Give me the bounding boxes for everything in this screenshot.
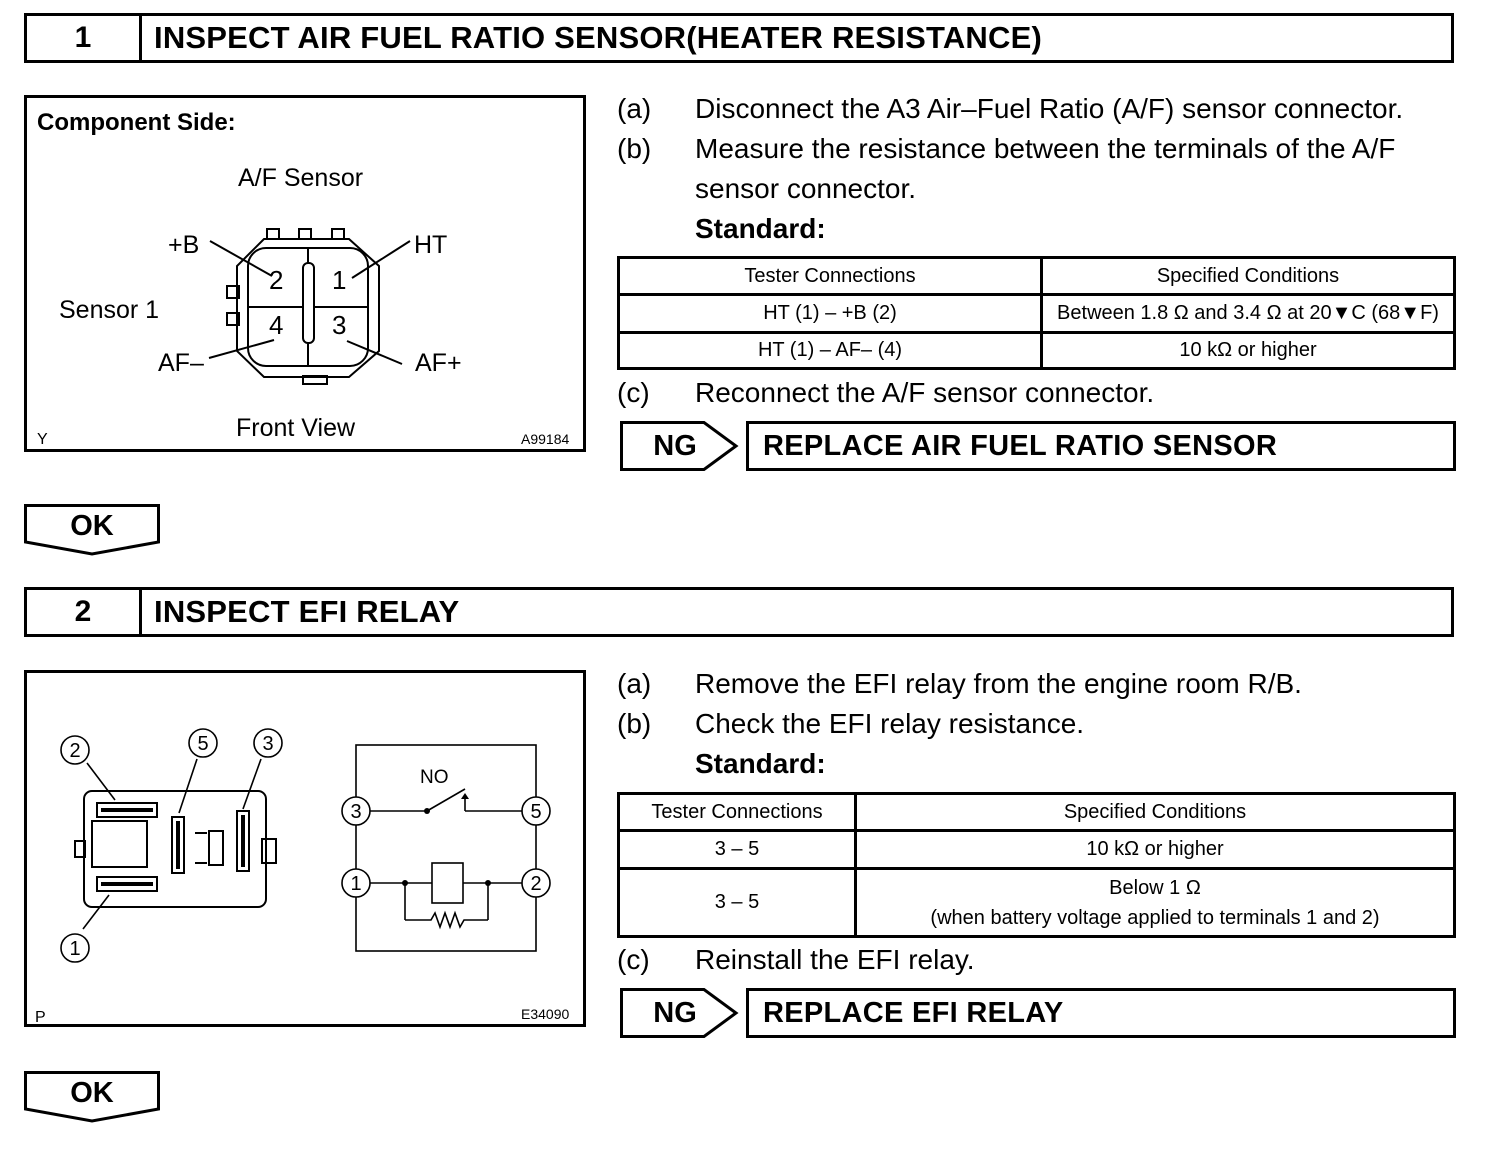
standard-label: Standard:: [695, 748, 826, 779]
pin-leader-lines: [208, 240, 411, 365]
relay-terminal-circles: [60, 728, 283, 963]
table-row: 3 – 5 10 kΩ or higher: [617, 829, 1456, 870]
step-1-header: 1 INSPECT AIR FUEL RATIO SENSOR(HEATER R…: [24, 13, 1454, 63]
circuit-terminal-2: 2: [530, 873, 541, 895]
relay-terminal-3: 3: [262, 733, 273, 755]
step-number: 1: [27, 16, 142, 60]
instruction-b: (b) Measure the resistance between the t…: [617, 133, 1396, 164]
connector-body: [226, 228, 380, 385]
table-header-row: Tester Connections Specified Conditions: [617, 792, 1456, 832]
ok-arrow: [24, 504, 160, 556]
instruction-c: (c) Reinstall the EFI relay.: [617, 944, 975, 975]
instruction-c: (c) Reconnect the A/F sensor connector.: [617, 377, 1155, 408]
af-sensor-diagram: Component Side: A/F Sensor Sensor 1 Fron…: [37, 109, 569, 448]
table-header-row: Tester Connections Specified Conditions: [617, 256, 1456, 296]
ng-action: REPLACE EFI RELAY: [746, 988, 1456, 1038]
pin-1: 1: [332, 265, 346, 295]
step-number: 2: [27, 590, 142, 634]
relay-leader-lines: [82, 758, 262, 930]
instruction-a: (a) Disconnect the A3 Air–Fuel Ratio (A/…: [617, 93, 1404, 124]
relay-terminal-2: 2: [69, 740, 80, 762]
instruction-a: (a) Remove the EFI relay from the engine…: [617, 668, 1302, 699]
table-header: Tester Connections: [617, 256, 1043, 296]
instruction-b-cont: sensor connector.: [695, 173, 917, 204]
label-af-plus: AF+: [415, 349, 462, 377]
relay-circuit: [355, 744, 537, 952]
relay-terminal-5: 5: [197, 733, 208, 755]
ng-label: NG: [653, 996, 697, 1029]
sensor-name: A/F Sensor: [238, 164, 363, 192]
pin-3: 3: [332, 310, 346, 340]
table-cell: Between 1.8 Ω and 3.4 Ω at 20▼C (68▼F): [1040, 293, 1456, 334]
label-af-minus: AF–: [158, 349, 204, 377]
circuit-terminal-3: 3: [350, 801, 361, 823]
step-1-instructions: (a) Disconnect the A3 Air–Fuel Ratio (A/…: [617, 89, 1403, 249]
table-header: Specified Conditions: [854, 792, 1456, 832]
table-header: Specified Conditions: [1040, 256, 1456, 296]
step-title: INSPECT EFI RELAY: [154, 594, 460, 629]
efi-relay-diagram: P E34090: [35, 728, 569, 1024]
pin-2: 2: [269, 265, 283, 295]
table-row: 3 – 5 Below 1 Ω (when battery voltage ap…: [617, 867, 1456, 938]
table-cell: 10 kΩ or higher: [854, 829, 1456, 870]
step-2-instructions: (a) Remove the EFI relay from the engine…: [617, 664, 1302, 784]
label-plus-b: +B: [168, 231, 199, 259]
cell-line: (when battery voltage applied to termina…: [930, 906, 1380, 929]
table-cell: 3 – 5: [617, 829, 857, 870]
circuit-terminal-1: 1: [350, 873, 361, 895]
step-1-ng-branch[interactable]: NG REPLACE AIR FUEL RATIO SENSOR: [620, 421, 1456, 471]
step-1-ok-branch[interactable]: OK: [24, 504, 160, 556]
sensor-label: Sensor 1: [59, 296, 159, 324]
table-cell: HT (1) – +B (2): [617, 293, 1043, 334]
ok-label: OK: [70, 1076, 114, 1109]
table-cell: HT (1) – AF– (4): [617, 331, 1043, 370]
table-cell: 10 kΩ or higher: [1040, 331, 1456, 370]
relay-body: [74, 790, 277, 908]
figure-heading: Component Side:: [37, 109, 236, 136]
table-cell: Below 1 Ω (when battery voltage applied …: [854, 867, 1456, 938]
corner-code: P: [35, 1009, 46, 1024]
step-2-ok-branch[interactable]: OK: [24, 1071, 160, 1123]
pin-4: 4: [269, 310, 283, 340]
ok-label: OK: [70, 509, 114, 542]
figure-id: E34090: [521, 1006, 569, 1022]
step-title: INSPECT AIR FUEL RATIO SENSOR(HEATER RES…: [154, 20, 1042, 55]
label-ht: HT: [414, 231, 447, 259]
instruction-b: (b) Check the EFI relay resistance.: [617, 708, 1085, 739]
corner-code: Y: [37, 431, 48, 448]
step-2-spec-table: Tester Connections Specified Conditions …: [617, 792, 1456, 938]
view-label: Front View: [236, 414, 356, 442]
ok-arrow: [24, 1071, 160, 1123]
step-1-after: (c) Reconnect the A/F sensor connector.: [617, 373, 1154, 413]
efi-relay-figure: P E34090: [24, 670, 586, 1027]
af-sensor-figure: Component Side: A/F Sensor Sensor 1 Fron…: [24, 95, 586, 452]
table-row: HT (1) – AF– (4) 10 kΩ or higher: [617, 331, 1456, 370]
table-cell: 3 – 5: [617, 867, 857, 938]
no-label: NO: [420, 767, 449, 788]
relay-terminal-1: 1: [69, 938, 80, 960]
circuit-nodes: [402, 793, 491, 886]
figure-id: A99184: [521, 431, 569, 447]
step-2-header: 2 INSPECT EFI RELAY: [24, 587, 1454, 637]
table-header: Tester Connections: [617, 792, 857, 832]
step-1-spec-table: Tester Connections Specified Conditions …: [617, 256, 1456, 370]
step-2-after: (c) Reinstall the EFI relay.: [617, 940, 975, 980]
standard-label: Standard:: [695, 213, 826, 244]
circuit-terminal-circles: [341, 796, 551, 898]
ng-arrow: [620, 988, 739, 1038]
ng-arrow: [620, 421, 739, 471]
step-2-ng-branch[interactable]: NG REPLACE EFI RELAY: [620, 988, 1456, 1038]
circuit-terminal-5: 5: [530, 801, 541, 823]
ng-label: NG: [653, 429, 697, 462]
ng-action: REPLACE AIR FUEL RATIO SENSOR: [746, 421, 1456, 471]
table-row: HT (1) – +B (2) Between 1.8 Ω and 3.4 Ω …: [617, 293, 1456, 334]
cell-line: Below 1 Ω: [1109, 876, 1201, 899]
